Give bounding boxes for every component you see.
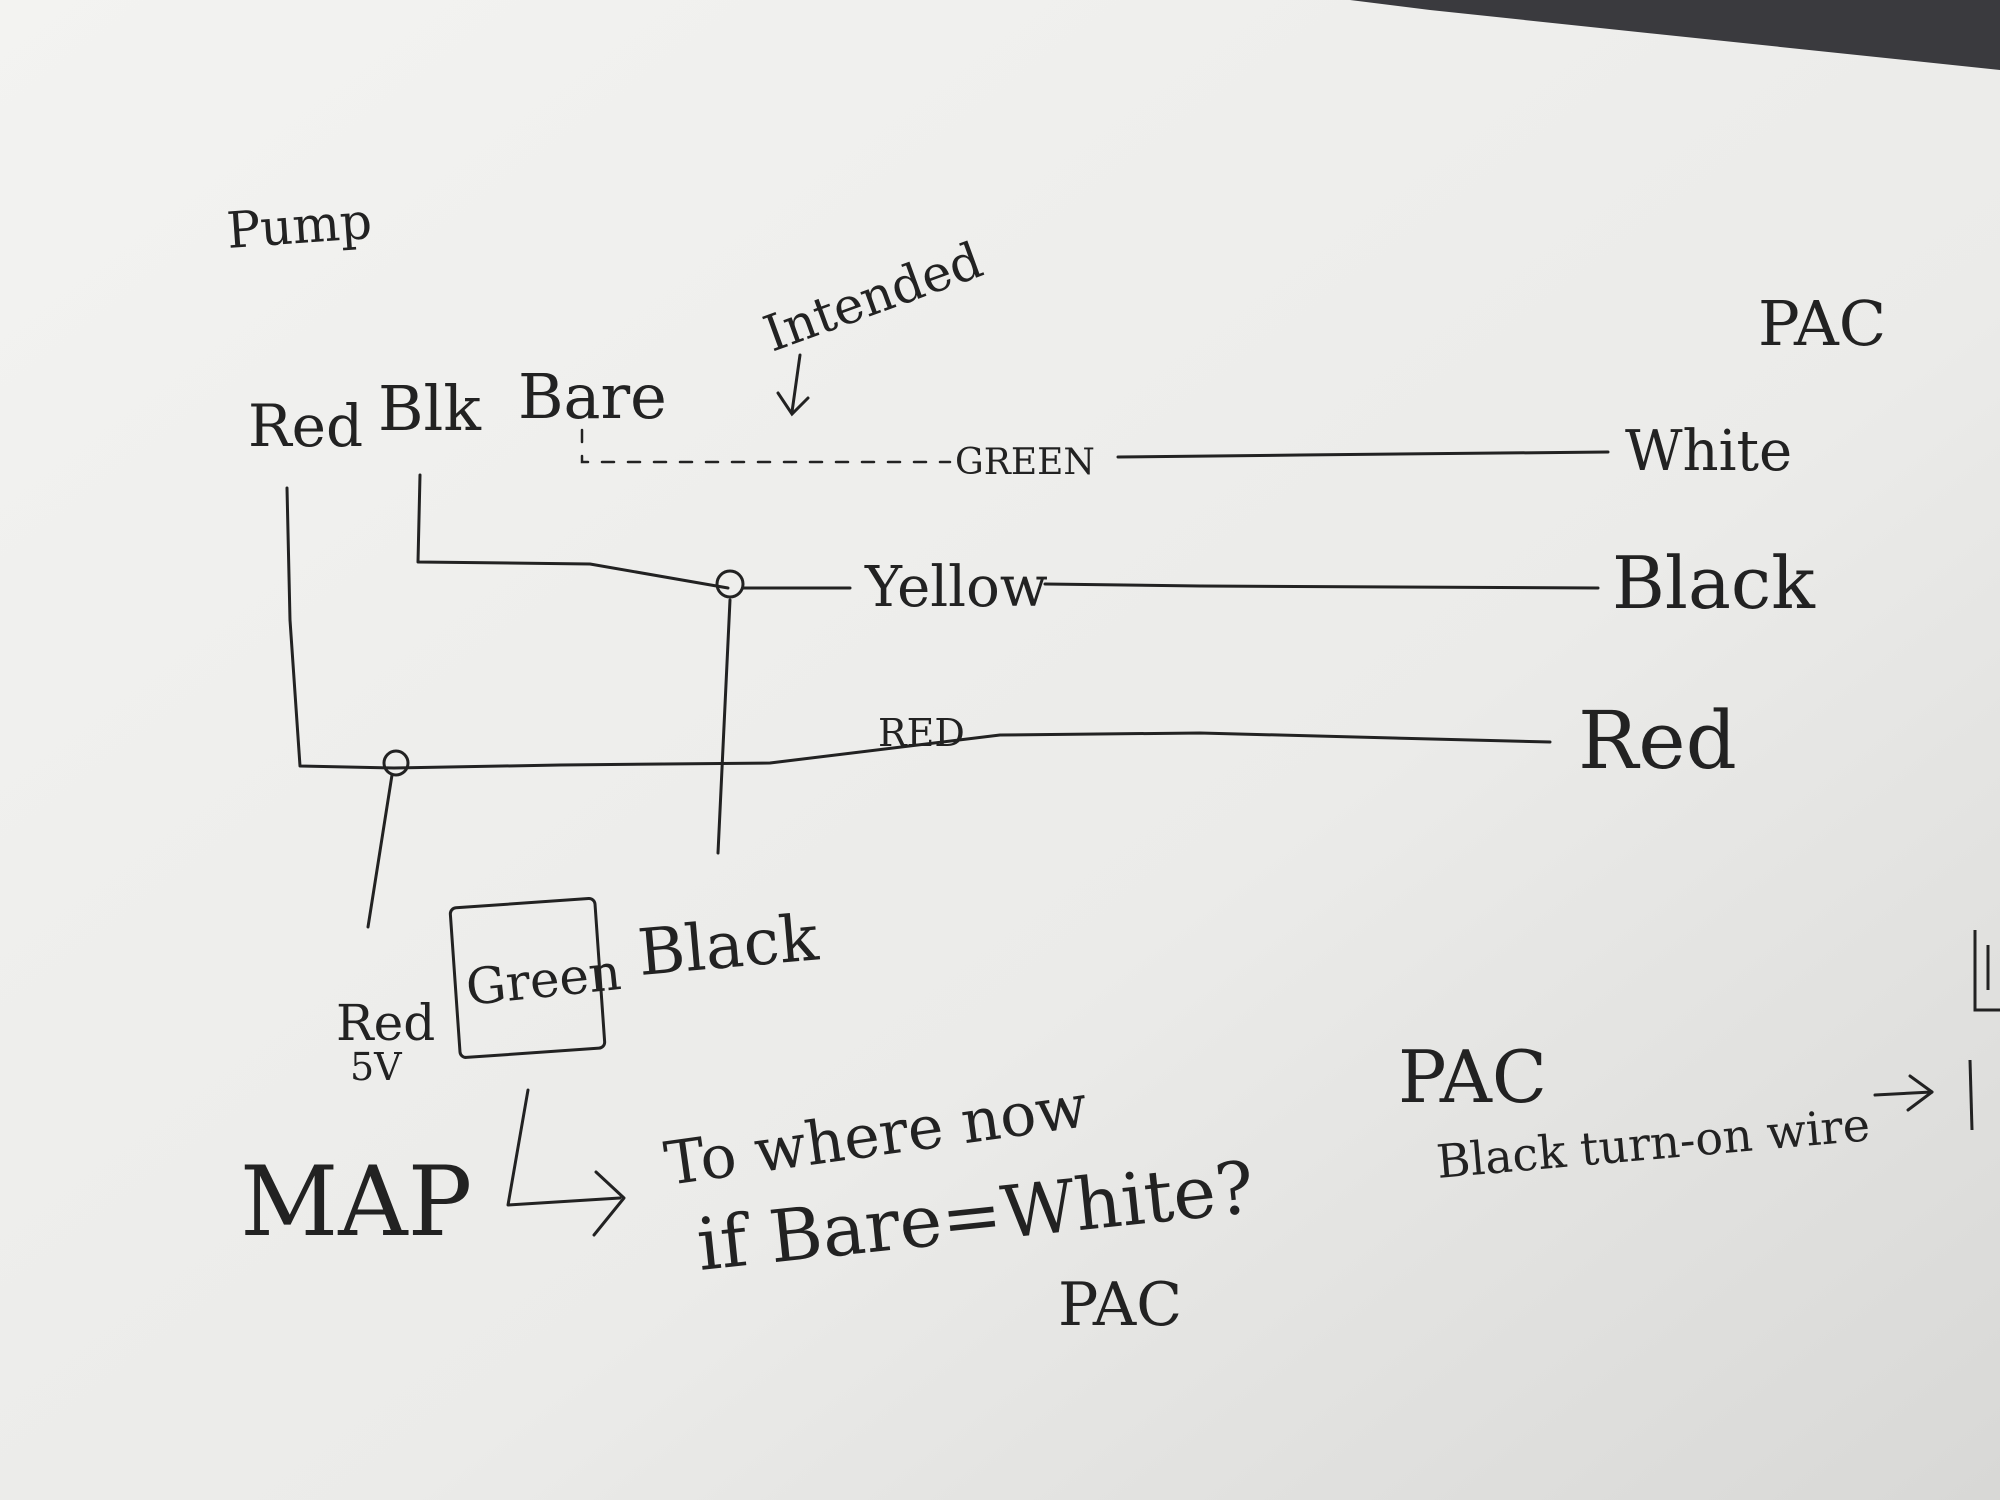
red-splice-node bbox=[382, 749, 410, 777]
bare-intended-dashed-wire bbox=[580, 428, 952, 464]
red-wire-label: RED bbox=[878, 711, 965, 755]
map-label: MAP bbox=[240, 1146, 472, 1258]
map-red-label: Red bbox=[336, 994, 435, 1052]
pump-label: Pump bbox=[225, 192, 374, 260]
edge-note-scribble bbox=[1968, 930, 2000, 1131]
map-black-label: Black bbox=[635, 901, 822, 991]
pump-blk-label: Blk bbox=[378, 372, 481, 445]
pac-top-label: PAC bbox=[1758, 287, 1886, 360]
yellow-splice-node bbox=[715, 569, 745, 599]
map-red-wire bbox=[366, 773, 394, 929]
intended-arrow-icon bbox=[776, 353, 810, 417]
map-5v-label: 5V bbox=[350, 1045, 402, 1089]
green-wire-label: GREEN bbox=[955, 442, 1095, 483]
pump-bare-label: Bare bbox=[518, 360, 667, 433]
pac-red-label: Red bbox=[1578, 694, 1737, 787]
map-arrow-icon bbox=[506, 1088, 626, 1237]
yellow-wire bbox=[1043, 582, 1600, 590]
pac-black-label: Black bbox=[1612, 541, 1816, 625]
yellow-wire-label: Yellow bbox=[864, 555, 1048, 620]
map-green-box bbox=[448, 896, 607, 1059]
map-black-wire bbox=[716, 598, 732, 855]
pump-red-label: Red bbox=[248, 392, 363, 460]
pump-red-wire bbox=[285, 486, 1552, 770]
pac-white-label: White bbox=[1625, 419, 1792, 484]
pump-blk-wire bbox=[416, 473, 730, 590]
pac-note-arrow-icon bbox=[1873, 1074, 1934, 1112]
pac-note-title: PAC bbox=[1398, 1035, 1547, 1119]
green-wire bbox=[1116, 450, 1610, 459]
question-pac-label: PAC bbox=[1058, 1270, 1182, 1340]
